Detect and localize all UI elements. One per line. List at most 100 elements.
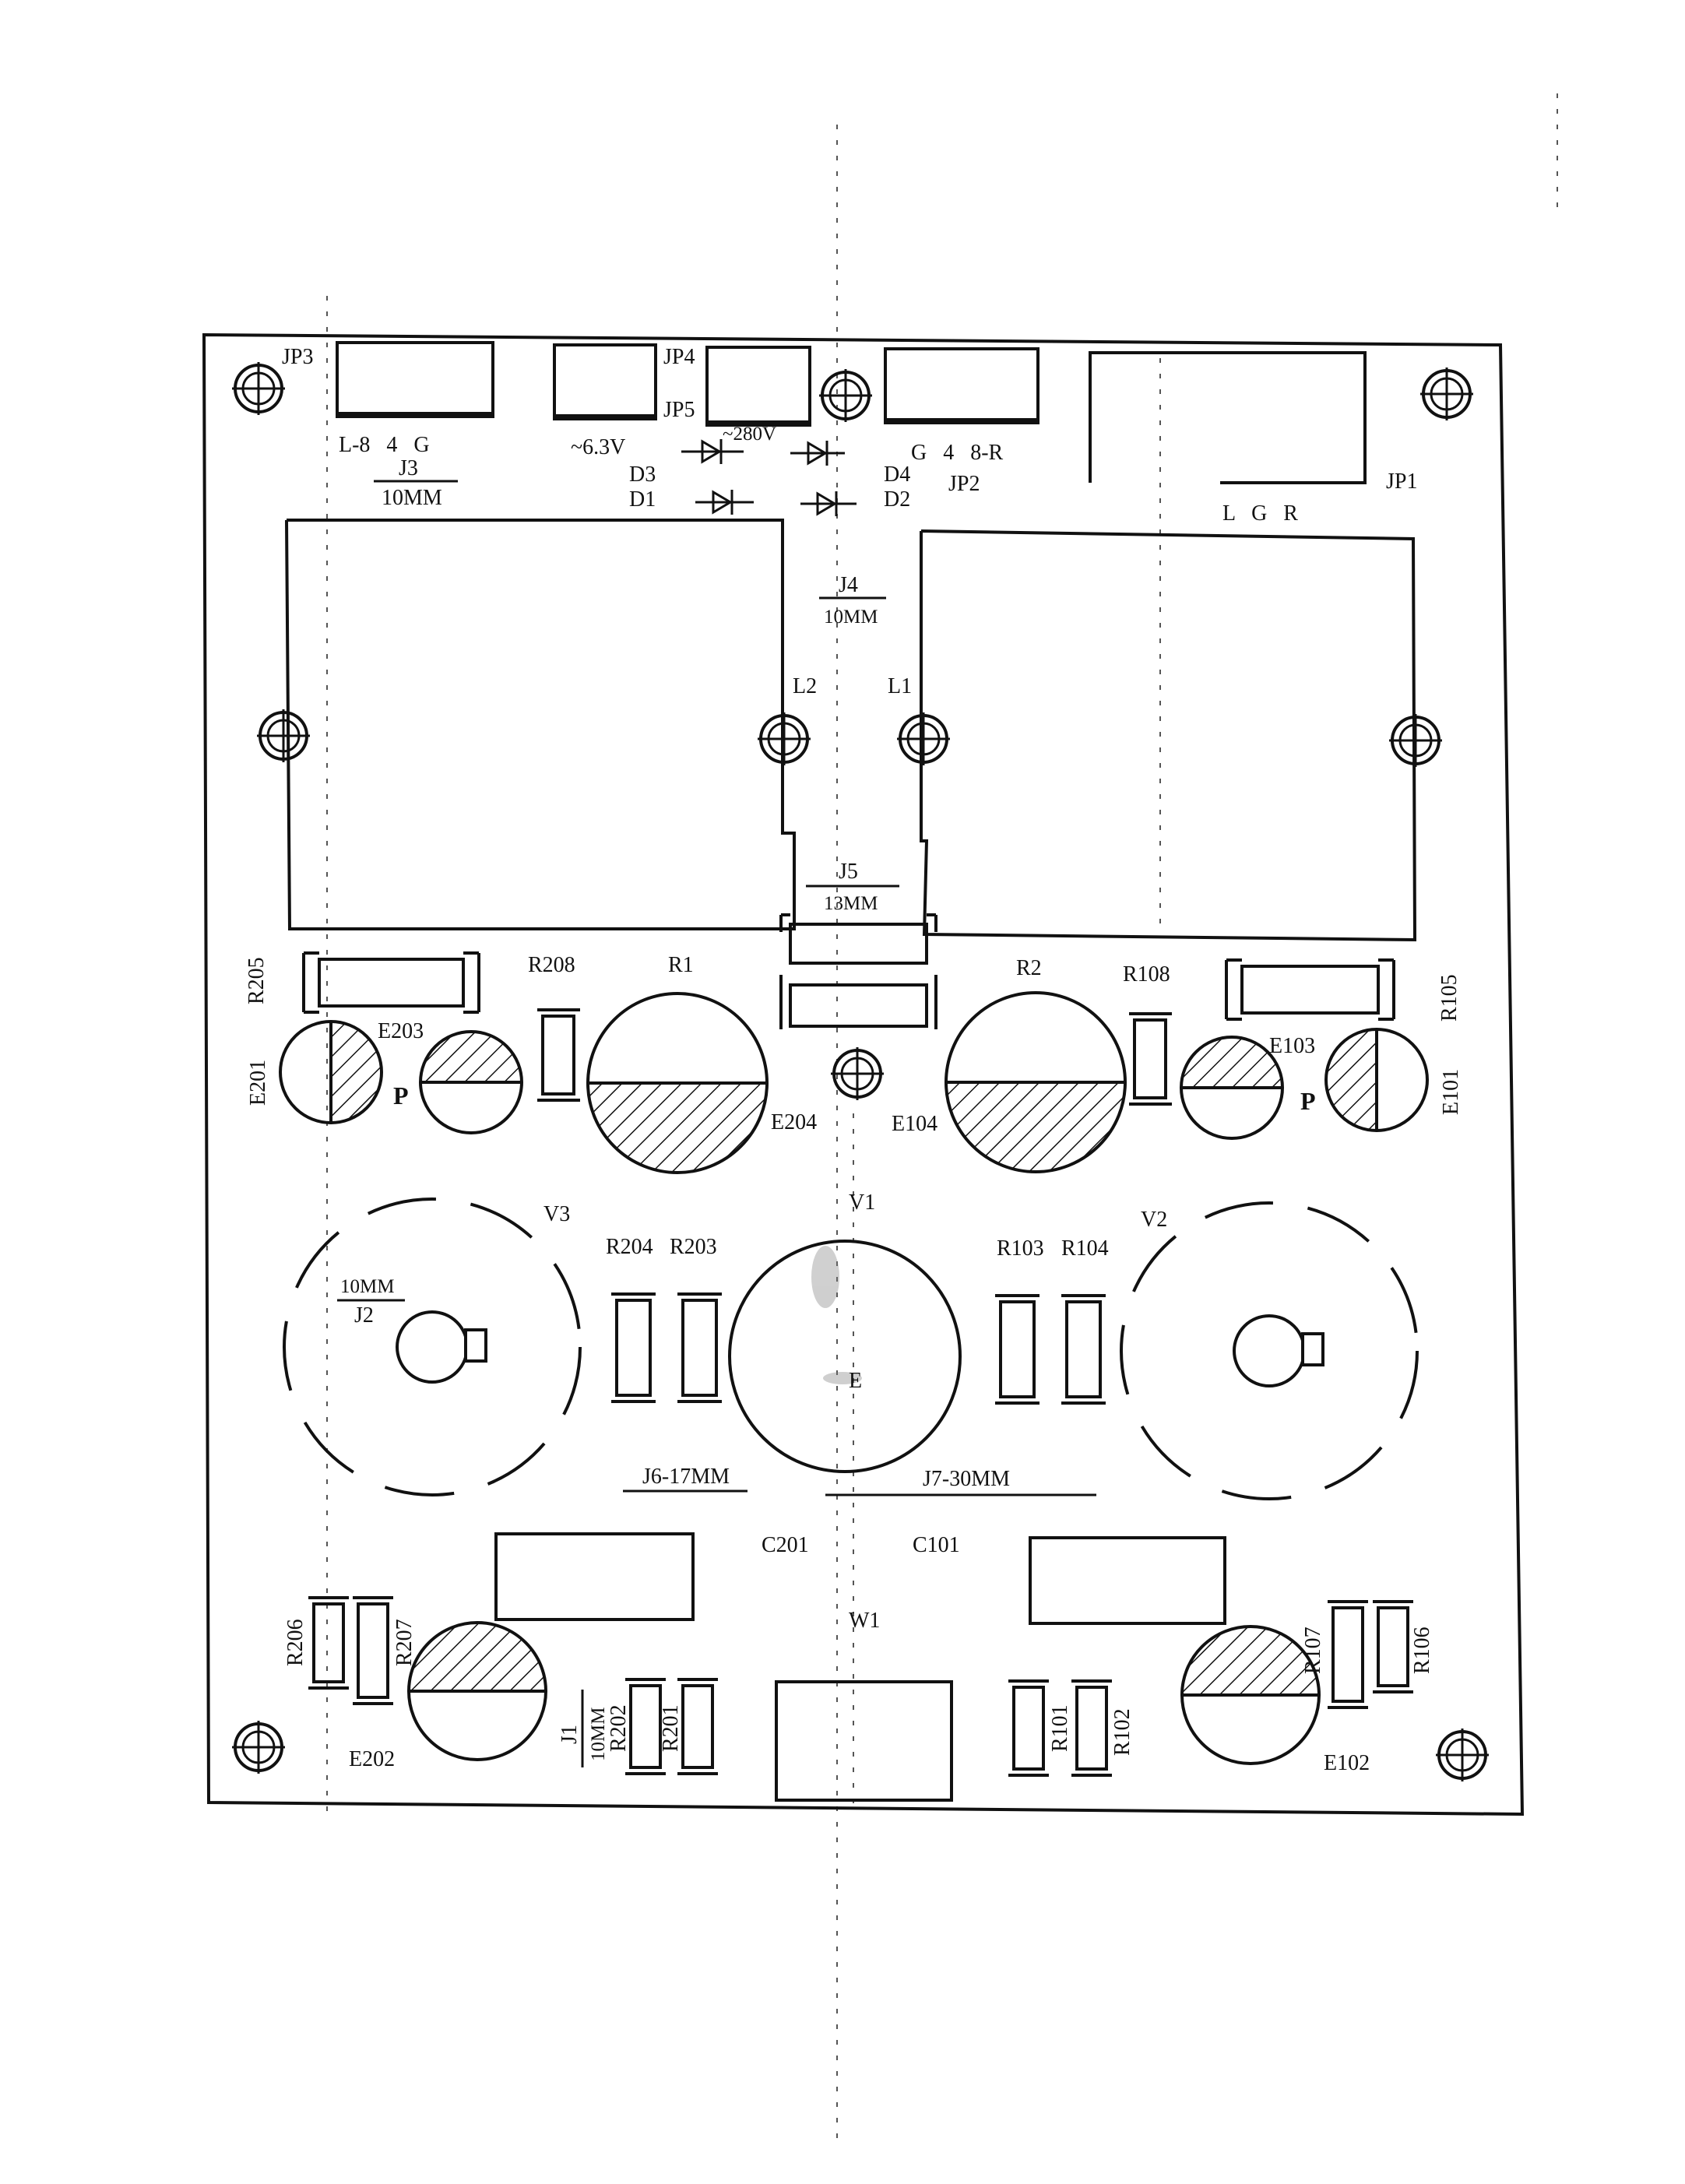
resistor-r103-footprint: [995, 1294, 1039, 1405]
label-jp1-pins: L G R: [1222, 501, 1298, 526]
mounting-hole-icon: [1436, 1729, 1489, 1781]
transformer-l1-outline: [920, 529, 1417, 942]
label-j2: J2: [354, 1303, 374, 1328]
smudge-artifact: [811, 1246, 862, 1384]
connector-jp1-footprint: [1089, 351, 1367, 484]
mounting-hole-icon: [831, 1047, 884, 1100]
label-jp2: JP2: [948, 472, 980, 496]
capacitor-e201-footprint: [279, 1020, 383, 1124]
capacitor-c101-footprint: [1029, 1536, 1226, 1625]
label-polarity-left: P: [393, 1081, 409, 1110]
capacitor-e202-footprint: [407, 1621, 547, 1761]
label-e101: E101: [1439, 1069, 1463, 1115]
label-jp2-pins: G 4 8-R: [911, 441, 1004, 465]
label-r1: R1: [668, 953, 694, 977]
label-j5: J5: [839, 860, 858, 884]
label-j3: J3: [399, 456, 418, 480]
label-heater-voltage: ~6.3V: [571, 435, 625, 459]
resistor-r205-footprint: [302, 951, 480, 1014]
label-r206: R206: [283, 1619, 308, 1666]
label-polarity-right: P: [1300, 1087, 1316, 1115]
capacitor-main-e-footprint: [728, 1240, 962, 1473]
diode-d2-icon: [800, 491, 857, 516]
label-r208: R208: [528, 953, 575, 977]
label-d3: D3: [629, 462, 656, 487]
resistor-r208-footprint: [537, 1008, 580, 1102]
label-v3: V3: [543, 1202, 570, 1226]
transformer-l2-outline: [285, 519, 796, 930]
resistor-r206-footprint: [308, 1596, 349, 1690]
label-e104: E104: [892, 1112, 937, 1136]
label-r205: R205: [244, 957, 269, 1004]
label-v2: V2: [1141, 1208, 1167, 1232]
label-main-cap-e: E: [849, 1369, 862, 1393]
label-jp1: JP1: [1386, 470, 1417, 494]
potentiometer-w1-footprint: [775, 1680, 953, 1802]
resistor-r107-footprint: [1328, 1600, 1368, 1709]
resistor-pair-center: [779, 913, 937, 1029]
label-r106: R106: [1410, 1627, 1434, 1674]
connector-j3-footprint: [336, 341, 494, 418]
capacitor-c201-footprint: [494, 1532, 695, 1621]
label-d2: D2: [884, 487, 910, 512]
label-j4: J4: [839, 573, 858, 597]
mounting-hole-icon: [1420, 368, 1473, 420]
capacitor-r2-footprint: [945, 991, 1127, 1173]
label-j1: J1: [558, 1725, 582, 1744]
label-w1: W1: [849, 1609, 880, 1633]
resistor-r106-footprint: [1373, 1600, 1413, 1693]
label-r104: R104: [1061, 1236, 1109, 1261]
label-r103: R103: [997, 1236, 1044, 1261]
label-l1: L1: [888, 674, 912, 698]
label-hv-voltage: ~280V: [723, 424, 776, 445]
mounting-hole-icon: [897, 712, 950, 765]
label-r102: R102: [1110, 1708, 1134, 1756]
mounting-hole-icon: [232, 362, 285, 415]
label-d4: D4: [884, 462, 910, 487]
connector-hv-footprint: [705, 346, 811, 427]
label-l2: L2: [793, 674, 817, 698]
label-e204: E204: [771, 1110, 817, 1134]
resistor-r102-footprint: [1071, 1679, 1112, 1777]
connector-heater-footprint: [553, 343, 657, 420]
resistor-r203-footprint: [677, 1292, 722, 1403]
diode-d1-icon: [695, 490, 754, 515]
label-e203: E203: [378, 1019, 424, 1043]
label-r107: R107: [1301, 1627, 1325, 1674]
label-j1-len: 10MM: [588, 1707, 609, 1761]
label-v1: V1: [849, 1190, 875, 1215]
mounting-hole-icon: [232, 1721, 285, 1774]
resistor-r108-footprint: [1129, 1012, 1172, 1106]
label-d1: D1: [629, 487, 656, 512]
scan-artifacts: [326, 93, 1558, 2149]
label-j4-len: 10MM: [824, 607, 878, 628]
label-j6: J6-17MM: [642, 1465, 730, 1489]
capacitor-e103-footprint: [1180, 1036, 1284, 1140]
resistor-r105-footprint: [1225, 958, 1395, 1021]
label-r201: R201: [659, 1704, 683, 1752]
diode-d4-icon: [790, 441, 845, 466]
resistor-r101-footprint: [1008, 1679, 1049, 1777]
label-jp3: JP3: [282, 345, 313, 369]
label-r207: R207: [392, 1619, 417, 1666]
label-jp4: JP4: [663, 345, 695, 369]
resistor-r207-footprint: [353, 1596, 393, 1705]
label-r204: R204: [606, 1235, 653, 1259]
label-j7: J7-30MM: [923, 1467, 1010, 1491]
mounting-hole-icon: [257, 709, 310, 762]
label-c201: C201: [762, 1533, 809, 1557]
label-r108: R108: [1123, 962, 1170, 986]
mounting-hole-icon: [819, 369, 872, 422]
label-j2-len: 10MM: [340, 1276, 394, 1297]
capacitor-e102-footprint: [1180, 1625, 1321, 1765]
label-e201: E201: [246, 1060, 270, 1106]
label-j5-len: 13MM: [824, 893, 878, 914]
label-e103: E103: [1269, 1034, 1315, 1058]
label-r105: R105: [1437, 974, 1462, 1022]
diode-d3-icon: [681, 439, 744, 464]
label-e202: E202: [349, 1747, 395, 1771]
resistor-r204-footprint: [611, 1292, 656, 1403]
resistor-r201-footprint: [677, 1678, 718, 1775]
